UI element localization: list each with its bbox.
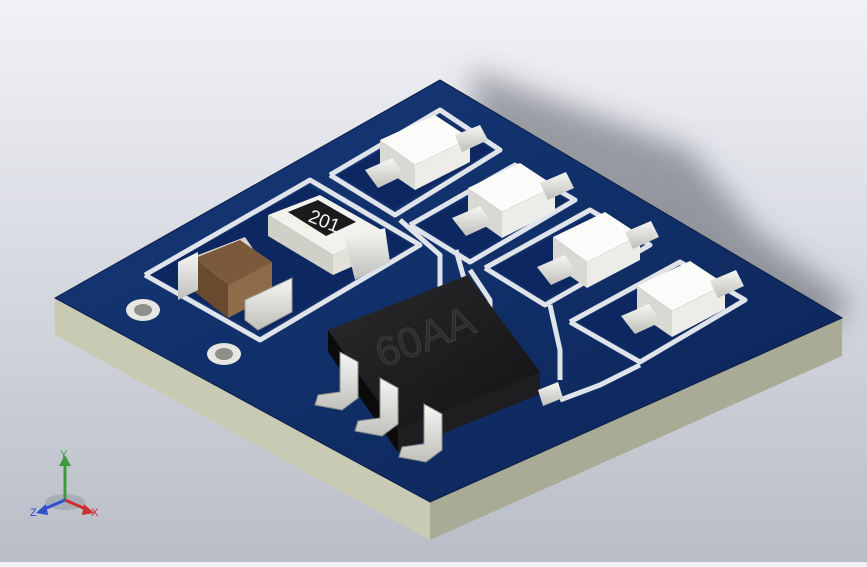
resistor-r1[interactable]: 201	[268, 195, 390, 280]
board-right-edge	[430, 318, 842, 540]
smd-component-d1[interactable]	[365, 115, 488, 190]
mounting-hole-2	[207, 343, 241, 365]
capacitor-c1[interactable]	[178, 237, 293, 331]
board-traces	[143, 107, 748, 403]
ic-leads-back	[538, 382, 563, 406]
ic-leads-front	[314, 351, 443, 463]
smd-component-d2[interactable]	[452, 163, 574, 238]
smd-component-d3[interactable]	[537, 212, 659, 288]
y-axis-label: Y	[60, 449, 68, 461]
board-left-edge	[55, 298, 430, 540]
axis-triad[interactable]: Y X Z	[30, 449, 99, 519]
ic-u1[interactable]: 60AA	[314, 275, 563, 463]
x-axis-label: X	[91, 507, 99, 519]
resistor-body	[288, 200, 356, 236]
mounting-hole-1	[126, 299, 160, 321]
smd-component-d4[interactable]	[621, 261, 744, 337]
z-axis-label: Z	[30, 507, 37, 519]
